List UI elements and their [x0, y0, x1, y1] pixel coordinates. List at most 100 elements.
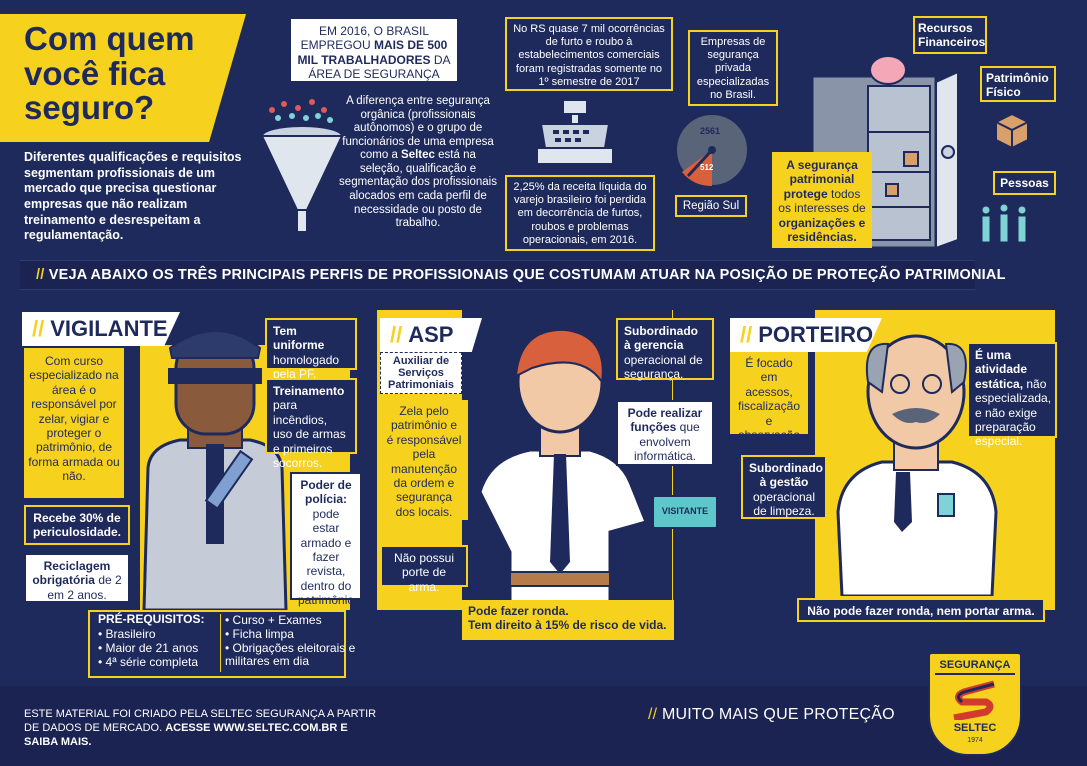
porteiro-ronda-text: Não pode fazer ronda, nem portar arma.	[807, 604, 1035, 618]
porteiro-illustration	[832, 322, 1002, 596]
reciclagem-rest: de 2 em 2 anos.	[47, 573, 122, 602]
prerequisite-item: Maior de 21 anos	[98, 641, 218, 656]
porteiro-estatica-bold: É uma atividade estática,	[975, 348, 1028, 391]
box-icon	[992, 110, 1032, 150]
asp-subordinado-rest: operacional de segurança.	[624, 352, 703, 382]
pessoas-label: Pessoas	[993, 171, 1056, 195]
receita-stat-box: 2,25% da receita líquida do varejo brasi…	[505, 175, 655, 251]
porteiro-description: É focado em acessos, fiscalização e obse…	[730, 352, 808, 456]
asp-funcoes-rest: que envolvem informática.	[633, 420, 700, 464]
uniforme-rest: homologado pela PF.	[273, 352, 340, 382]
gauge-total-label: 2561	[700, 126, 720, 136]
footer-slogan: // MUITO MAIS QUE PROTEÇÃO	[648, 706, 895, 724]
porteiro-ronda: Não pode fazer ronda, nem portar arma.	[797, 598, 1045, 622]
funnel-illustration	[258, 92, 346, 242]
logo-top-text: SEGURANÇA	[935, 659, 1015, 675]
asp-arma: Não possui porte de arma.	[380, 545, 468, 594]
cash-register-icon	[535, 98, 615, 168]
footer-note: ESTE MATERIAL FOI CRIADO PELA SELTEC SEG…	[24, 708, 384, 749]
vigilante-reciclagem: Reciclagem obrigatória de 2 em 2 anos.	[24, 553, 130, 603]
footer-bar	[0, 686, 1087, 766]
vigilante-periculosidade-text: Recebe 30% de periculosidade.	[32, 511, 122, 540]
brasil-stat-text-end: DA ÁREA DE SEGURANÇA	[308, 52, 451, 82]
prerequisites-title: PRÉ-REQUISITOS:	[98, 612, 205, 626]
visitor-badge-text: VISITANTE	[661, 506, 709, 516]
rs-stat-box: No RS quase 7 mil ocorrências de furto e…	[505, 17, 673, 91]
prerequisites-list-a: Brasileiro Maior de 21 anos 4ª série com…	[98, 627, 218, 669]
vigilante-periculosidade: Recebe 30% de periculosidade.	[24, 505, 130, 545]
empresas-stat-text: Empresas de segurança privada especializ…	[696, 36, 770, 101]
regiao-sul-text: Região Sul	[682, 200, 740, 212]
protege-box: A segurança patrimonial protege todos os…	[772, 152, 872, 248]
recursos-label: Recursos Financeiros	[913, 16, 987, 54]
section-title: // VEJA ABAIXO OS TRÊS PRINCIPAIS PERFIS…	[36, 267, 1006, 283]
uniforme-bold: Tem uniforme	[273, 324, 325, 353]
footer-note-link: ACESSE WWW.SELTEC.COM.BR E SAIBA MAIS.	[24, 721, 348, 748]
porteiro-estatica: É uma atividade estática, não especializ…	[967, 342, 1057, 448]
asp-tag-slashes: //	[390, 322, 403, 347]
vigilante-treinamento: Treinamento para incêndios, uso de armas…	[265, 378, 357, 470]
funnel-explanation: A diferença entre segurança orgânica (pr…	[338, 95, 498, 231]
vigilante-tag: //VIGILANTE	[22, 312, 180, 346]
asp-illustration	[470, 322, 670, 610]
asp-arma-text: Não possui porte de arma.	[393, 551, 455, 594]
page-title: Com quem você fica seguro?	[24, 20, 195, 127]
brasil-stat-highlight: MAIS DE 500 MIL TRABALHADORES	[297, 38, 448, 67]
vigilante-poder-policia: Poder de polícia: pode estar armado e fa…	[290, 472, 362, 622]
logo-s-mark-icon	[950, 680, 1000, 720]
people-icon	[976, 200, 1032, 250]
asp-tag: //ASP	[380, 318, 482, 352]
rs-stat-text: No RS quase 7 mil ocorrências de furto e…	[513, 23, 665, 88]
asp-funcoes: Pode realizar funções que envolvem infor…	[616, 400, 714, 466]
section-bar	[20, 260, 975, 290]
asp-ronda: Pode fazer ronda.Tem direito à 15% de ri…	[462, 600, 674, 640]
prerequisite-item: Obrigações eleitorais e militares em dia	[225, 641, 365, 670]
visitor-badge: VISITANTE	[652, 495, 718, 529]
funnel-text-b: está na seleção, qualificação e segmenta…	[339, 149, 497, 230]
asp-subtitle: Auxiliar de Serviços Patrimoniais	[380, 352, 462, 394]
asp-subtitle-text: Auxiliar de Serviços Patrimoniais	[387, 355, 455, 391]
asp-ronda-b: Tem direito à 15% de risco de vida.	[468, 618, 667, 633]
section-slashes: //	[36, 267, 45, 283]
brasil-stat-box: EM 2016, O BRASIL EMPREGOU MAIS DE 500 M…	[289, 17, 459, 83]
porteiro-subordinado: Subordinado à gestão operacional de limp…	[741, 455, 827, 519]
treinamento-rest: para incêndios, uso de armas e primeiros…	[273, 398, 346, 470]
prerequisite-item: Curso + Exames	[225, 613, 365, 628]
porteiro-tag-slashes: //	[740, 322, 753, 347]
patrimonio-label: Patrimônio Físico	[980, 66, 1056, 102]
vigilante-description: Com curso especializado na área é o resp…	[24, 348, 124, 498]
pessoas-text: Pessoas	[1000, 176, 1049, 190]
receita-stat-text: 2,25% da receita líquida do varejo brasi…	[513, 181, 647, 246]
section-title-text: VEJA ABAIXO OS TRÊS PRINCIPAIS PERFIS DE…	[48, 267, 1006, 283]
brasil-stat-text: EM 2016, O BRASIL EMPREGOU	[300, 24, 430, 53]
poder-bold: Poder de polícia:	[300, 478, 352, 507]
vigilante-illustration	[140, 318, 290, 610]
porteiro-estatica-rest: não especializada, e não exige preparaçã…	[975, 376, 1052, 449]
intro-text: Diferentes qualificações e requisitos se…	[24, 150, 242, 243]
asp-desc-text: Zela pelo patrimônio e é responsável pel…	[386, 404, 462, 519]
patrimonio-text: Patrimônio Físico	[986, 71, 1049, 99]
asp-subordinado-bold: Subordinado à gerencia	[624, 324, 698, 353]
regiao-sul-label: Região Sul	[675, 195, 747, 217]
prerequisite-item: Ficha limpa	[225, 627, 365, 642]
treinamento-bold: Treinamento	[273, 384, 345, 398]
prerequisites-list-b: Curso + Exames Ficha limpa Obrigações el…	[225, 613, 365, 670]
logo-name: SELTEC	[953, 722, 997, 734]
footer-slogan-slashes: //	[648, 706, 658, 723]
protege-text-b: todos os interesses de	[778, 186, 866, 216]
footer-note-a: ESTE MATERIAL FOI CRIADO PELA SELTEC SEG…	[24, 708, 377, 734]
vigilante-desc-text: Com curso especializado na área é o resp…	[28, 354, 120, 484]
asp-ronda-a: Pode fazer ronda.	[468, 604, 569, 618]
gauge-chart: 2561 512	[672, 110, 752, 190]
asp-tag-text: ASP	[408, 322, 454, 347]
protege-text-a: A segurança patrimonial protege	[783, 158, 858, 201]
porteiro-desc-text: É focado em acessos, fiscalização e obse…	[737, 356, 801, 457]
protege-text-c: organizações e residências.	[778, 215, 866, 244]
asp-funcoes-bold: Pode realizar funções	[627, 406, 703, 435]
funnel-text-brand: Seltec	[401, 149, 435, 162]
porteiro-subordinado-bold: Subordinado à gestão	[749, 461, 823, 490]
poder-rest: pode estar armado e fazer revista, dentr…	[298, 506, 355, 622]
recursos-text: Recursos Financeiros	[918, 21, 986, 49]
porteiro-subordinado-rest: operacional de limpeza.	[752, 489, 816, 519]
title-banner	[0, 14, 246, 142]
